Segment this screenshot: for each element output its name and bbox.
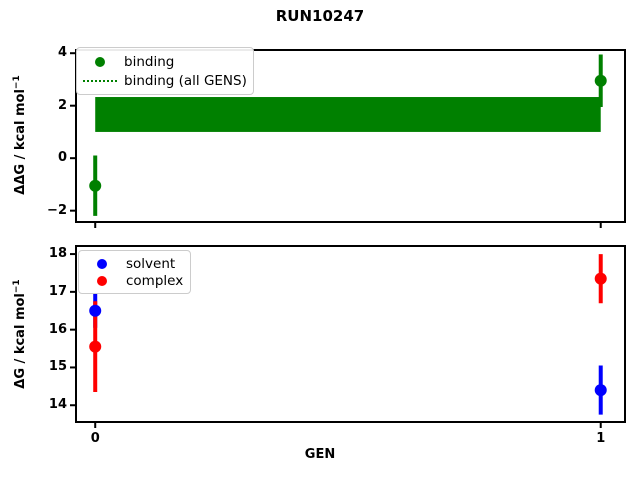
legend-entry-complex: complex xyxy=(85,272,184,289)
y-tick-label: 16 xyxy=(48,321,67,337)
y-axis-label-top: ΔΔG / kcal mol−1 xyxy=(12,75,28,194)
chart-title: RUN10247 xyxy=(275,7,365,25)
y-tick-label: 0 xyxy=(57,150,67,166)
complex-marker-icon xyxy=(85,275,119,286)
legend-top: binding binding (all GENS) xyxy=(76,47,254,95)
bottom-plot-canvas xyxy=(70,245,626,428)
legend-label-complex: complex xyxy=(126,272,184,289)
x-tick-label: 0 xyxy=(90,431,100,446)
legend-entry-binding: binding xyxy=(83,52,245,71)
green-dot-icon xyxy=(95,56,105,67)
x-tick-label: 1 xyxy=(596,431,606,446)
y-axis-label-bottom-exponent: −1 xyxy=(11,279,22,294)
solvent-marker-icon xyxy=(85,258,119,269)
legend-entry-binding-all-gens: binding (all GENS) xyxy=(83,71,247,90)
y-tick-label: 4 xyxy=(57,45,67,61)
x-axis-label: GEN xyxy=(304,447,336,462)
y-tick-label: 14 xyxy=(48,397,67,413)
legend-bottom: solvent complex xyxy=(78,250,191,294)
top-plot-area xyxy=(70,49,626,228)
red-dot-icon xyxy=(97,275,107,286)
legend-label-binding-all-gens: binding (all GENS) xyxy=(124,72,247,89)
legend-label-binding: binding xyxy=(124,53,175,70)
y-tick-label: 15 xyxy=(48,359,67,375)
bottom-plot-area xyxy=(70,245,626,428)
binding-all-gens-line-icon xyxy=(83,79,117,82)
green-dotted-line-icon xyxy=(83,79,117,82)
y-tick-label: 17 xyxy=(48,283,67,299)
legend-label-solvent: solvent xyxy=(126,255,176,272)
top-plot-canvas xyxy=(70,49,626,228)
y-axis-label-top-exponent: −1 xyxy=(11,75,22,90)
y-tick-label: 18 xyxy=(48,246,67,262)
binding-marker-icon xyxy=(83,56,117,67)
y-tick-label: 2 xyxy=(57,97,67,113)
y-tick-label: −2 xyxy=(47,202,67,218)
blue-dot-icon xyxy=(97,258,107,269)
legend-entry-solvent: solvent xyxy=(85,255,182,272)
